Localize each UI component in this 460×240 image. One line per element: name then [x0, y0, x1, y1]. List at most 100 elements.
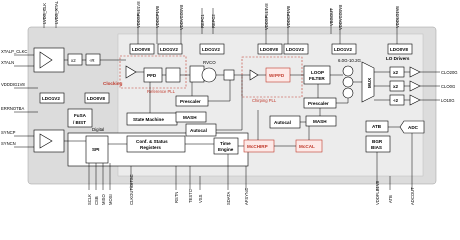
pin-left-6: SYNCN: [1, 141, 16, 146]
spi-label: SPI: [92, 147, 99, 152]
mash-right-label: MASH: [313, 119, 327, 124]
bgr-label-2: BIAS: [371, 145, 382, 150]
pin-right-1: CLO20G: [441, 70, 458, 75]
ldo1v2-left-label: LDO1V2: [42, 96, 60, 101]
prescaler-right-label: Prescaler: [308, 101, 329, 106]
ref-div-label: ÷R: [89, 58, 95, 63]
pin-top-10: VBGOUT: [329, 8, 334, 26]
pin-bottom-3: MISO: [101, 194, 106, 205]
vco-2: [342, 76, 354, 88]
ldo0v8-top2-box: [257, 43, 283, 55]
ldo1v2-top2-box: [199, 43, 225, 55]
fusa-label-1: FuSA: [74, 113, 87, 118]
pin-bottom-5: CLKOUT/DITSC: [129, 174, 134, 205]
lo-div2-label: ÷2: [393, 98, 399, 103]
mcchirp-label: McCHIRP: [247, 144, 268, 149]
autocal-left-label: Autocal: [190, 128, 207, 133]
adc-label: ADC: [408, 125, 419, 130]
loop-filter-label-1: LOOP: [311, 70, 324, 75]
pin-top-1: LVDS_CLK: [42, 3, 47, 24]
pin-bottom-2: CSB: [94, 196, 99, 205]
ldo1v2-top4-box: [331, 43, 357, 55]
pin-right-2: CLO0G: [441, 84, 455, 89]
interconnect: [149, 75, 349, 140]
mash-left-box: [175, 111, 207, 123]
pin-left-3: VDDDIG1V8: [1, 82, 25, 87]
loop-filter-box: [303, 65, 331, 85]
mash-left-label: MASH: [183, 115, 197, 120]
ldo1v2-top3-label: LDO1V2: [286, 47, 304, 52]
x2-label: x2: [71, 58, 76, 63]
ldo1v2-top3-box: [283, 43, 309, 55]
bgr-label-1: BGR: [372, 139, 383, 144]
fusa-label-2: / BIST: [73, 120, 86, 125]
ref-div-box: [85, 53, 101, 66]
ldo1v2-top2-label: LDO1V2: [202, 47, 220, 52]
ref-pll-region: [119, 55, 187, 89]
pin-top-6: REFC1: [200, 14, 205, 28]
atb-label: ATB: [372, 124, 382, 129]
spi-box: [85, 135, 109, 164]
mixer-box: [223, 69, 235, 81]
pin-left-4: ERRNOTBA: [1, 106, 24, 111]
lo-x2a-label: x2: [393, 70, 399, 75]
pin-bottom-7: TESTC: [188, 189, 193, 203]
sync-amp-icon: [39, 133, 53, 149]
pin-bottom-8: VSS: [198, 194, 203, 203]
pin-top-9: VDDCP1V8: [286, 5, 291, 28]
loop-filter-label-2: FILTER: [309, 76, 325, 81]
ldo0v8-top1-box: [129, 43, 155, 55]
bottom-pins: SCLK CSB MISO MOSI CLKOUT/DITSC RSTN TES…: [87, 133, 415, 205]
pin-bottom-12: ATB: [388, 195, 393, 203]
pin-left-5: SYNCP: [1, 130, 16, 135]
pin-bottom-10: AFSYNC: [244, 188, 249, 205]
conf-status-label-2: Registers: [140, 145, 161, 150]
conf-status-label-1: Conf. & Status: [136, 139, 168, 144]
ref-buf-icon: [125, 65, 137, 79]
pin-top-5: VDDVCO1V8: [179, 4, 184, 30]
bgr-box: [365, 135, 391, 153]
digital-label: Digital: [92, 127, 104, 132]
pin-top-7: REFC2: [211, 14, 216, 28]
prescaler-left-label: Prescaler: [180, 99, 201, 104]
ldo1v2-top1-label: LDO1V2: [160, 47, 178, 52]
time-engine-label-1: Time: [220, 141, 231, 146]
pin-top-3: VDDSPLL1V8: [136, 1, 141, 28]
mux-shape: [361, 61, 375, 103]
ldo0v8-top3-box: [387, 43, 413, 55]
wrpfd-label: WrPFD: [269, 73, 285, 78]
pin-left-1: XTALP_CLKC: [1, 49, 27, 54]
rvco-circle: [201, 67, 217, 83]
pin-bottom-11: VDDFLB1V8: [375, 180, 380, 205]
right-pins: CLO20G CLO0G LO10G: [420, 70, 458, 103]
pin-left-2: XTALN: [1, 60, 14, 65]
pin-top-4: VDDCP1V8: [155, 5, 160, 28]
lo-drivers-label: LO Drivers: [386, 56, 410, 61]
ldo0v8-left-box: [84, 92, 110, 104]
cp-box: [165, 67, 181, 83]
pin-bottom-9: SDATA: [226, 191, 231, 205]
ldo0v8-top1-label: LDO0V8: [132, 47, 150, 52]
clocking-label: Clocking: [103, 81, 123, 86]
pin-bottom-6: RSTN: [174, 192, 179, 203]
chirp-buf-icon: [249, 69, 259, 81]
pin-bottom-13: ADCOUT: [410, 187, 415, 205]
ldo1v2-top1-box: [157, 43, 183, 55]
x2-box: [67, 53, 83, 66]
pin-top-11: VDDVCO1V8: [338, 4, 343, 30]
block-diagram: LVDS_CLK LVDS_XTAL VDDSPLL1V8 VDDCP1V8 V…: [1, 0, 458, 205]
mash-right-box: [305, 115, 337, 127]
pin-bottom-4: MOSI: [108, 194, 113, 205]
pin-top-8: VDDSPLL1V8: [264, 3, 269, 30]
pin-bottom-1: SCLK: [87, 194, 92, 205]
ldo0v8-left-label: LDO0V8: [87, 96, 105, 101]
ldo1v2-left-box: [39, 92, 65, 104]
state-machine-label: State Machine: [133, 117, 164, 122]
pin-top-12: VDDLO1V8: [395, 5, 400, 28]
adc-shape: [399, 120, 425, 134]
mccal-label: McCAL: [299, 144, 315, 149]
ldo0v8-top2-label: LDO0V8: [260, 47, 278, 52]
xtal-amp-icon: [39, 51, 53, 69]
atb-box: [365, 120, 389, 133]
ldo1v2-top4-label: LDO1V2: [334, 47, 352, 52]
